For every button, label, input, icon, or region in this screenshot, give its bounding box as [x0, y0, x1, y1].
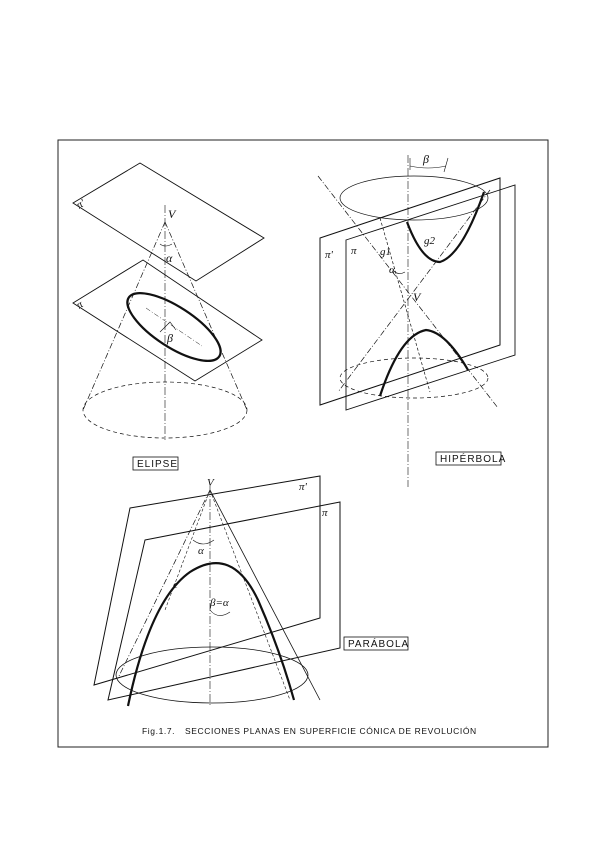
ellipse-panel — [72, 162, 265, 440]
parabola-label-box — [343, 636, 409, 651]
ellipse-angle-alpha: α — [166, 251, 173, 265]
ellipse-label: ELIPSE — [137, 459, 178, 470]
parabola-beta-arc — [209, 609, 231, 616]
hyperbola-plane-outer-label: π' — [325, 249, 334, 261]
parabola-plane-back — [93, 475, 321, 686]
ellipse-plane-upper — [72, 162, 265, 282]
hyperbola-upper-branch — [405, 191, 486, 264]
parabola-cone-right — [209, 489, 321, 701]
figure-caption-number: Fig.1.7. — [142, 726, 175, 736]
hyperbola-angle-alpha: α — [389, 264, 395, 276]
parabola-angle-alpha: α — [198, 545, 204, 557]
hyperbola-angle-beta: β — [422, 152, 429, 166]
ellipse-plane-lower — [72, 259, 263, 382]
ellipse-angle-beta: β — [166, 331, 173, 345]
parabola-vertex-label: V — [207, 477, 215, 489]
ellipse-cone-base — [82, 381, 248, 439]
ellipse-label-box — [132, 456, 179, 471]
parabola-helper-line — [209, 489, 291, 701]
parabola-plane-back-label: π' — [299, 481, 308, 493]
parabola-plane-front — [107, 501, 341, 701]
hyperbola-g2-label: g2 — [424, 235, 436, 247]
hyperbola-cone-right — [337, 189, 491, 393]
hyperbola-lower-branch — [378, 328, 469, 397]
hyperbola-label-box — [435, 451, 502, 466]
hyperbola-lower-base — [339, 357, 489, 399]
parabola-angle-relation: β=α — [209, 597, 229, 609]
hyperbola-upper-base — [339, 175, 489, 221]
hyperbola-plane-inner — [345, 184, 516, 411]
parabola-section-curve — [126, 562, 296, 707]
hyperbola-label: HIPÉRBOLA — [440, 452, 506, 465]
ellipse-vertex-label: V — [168, 207, 177, 221]
hyperbola-plane-inner-label: π — [351, 245, 357, 257]
hyperbola-g1-label: g1 — [380, 246, 391, 258]
parabola-label: PARÁBOLA — [348, 637, 409, 650]
page-frame — [57, 139, 549, 748]
ellipse-angle-beta-arc — [159, 321, 177, 333]
hyperbola-alpha-arc — [392, 269, 406, 274]
figure-caption-text: SECCIONES PLANAS EN SUPERFICIE CÓNICA DE… — [185, 726, 477, 736]
hyperbola-generatrix-g1 — [379, 217, 431, 393]
parabola-panel — [93, 475, 341, 707]
parabola-alpha-arc — [192, 539, 215, 545]
hyperbola-plane-outer — [319, 177, 501, 406]
hyperbola-vertex-label: V — [413, 290, 422, 304]
ellipse-plane-lower-label: π — [74, 298, 85, 311]
ellipse-angle-alpha-arc — [159, 243, 173, 247]
parabola-e-label: e — [173, 579, 178, 591]
hyperbola-beta-line-right — [443, 157, 449, 173]
ellipse-major-axis — [145, 307, 203, 347]
hyperbola-panel — [317, 155, 516, 487]
parabola-cone-left — [117, 489, 211, 679]
ellipse-cone-right — [164, 221, 248, 411]
parabola-plane-front-label: π — [322, 507, 328, 519]
hyperbola-beta-arc — [409, 165, 447, 169]
ellipse-plane-upper-label: π' — [74, 197, 87, 212]
parabola-cone-base — [115, 646, 309, 704]
ellipse-cone-left — [82, 221, 166, 411]
ellipse-section-curve — [126, 292, 222, 362]
